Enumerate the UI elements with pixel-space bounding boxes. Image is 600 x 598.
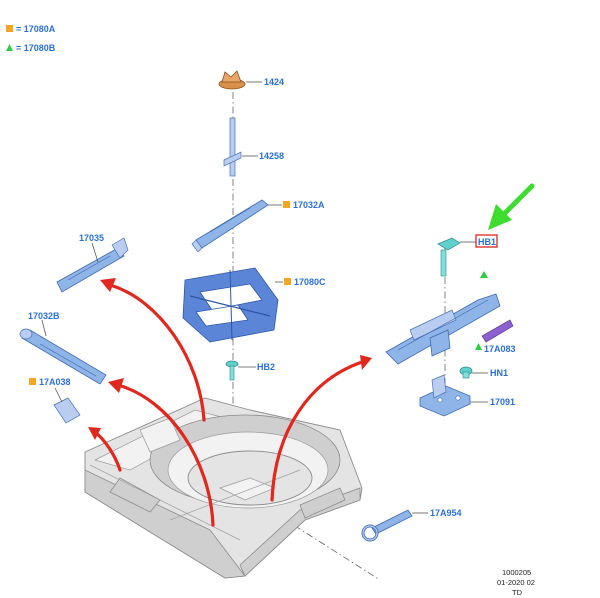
label-1424: 1424 [264, 77, 284, 87]
part-HN1-nut: HN1 [459, 366, 508, 379]
label-HB2: HB2 [257, 362, 275, 372]
spare-tire-tray [84, 397, 363, 579]
part-17035-wrench: 17035 [56, 233, 129, 293]
part-17A954-tow-hook: 17A954 [361, 508, 462, 542]
footer-line-3: TD [512, 588, 523, 597]
part-17A083-strap: 17A083 [475, 319, 516, 354]
red-arrow-jack [108, 283, 206, 422]
label-17032B: 17032B [28, 311, 60, 321]
red-arrow-bracket [270, 360, 364, 502]
label-17091: 17091 [490, 397, 515, 407]
highlight-box-HB1 [475, 234, 498, 248]
part-jack-bracket [385, 271, 501, 365]
label-17032A: 17032A [293, 200, 325, 210]
label-17035: 17035 [79, 233, 104, 243]
label-17080C: 17080C [294, 277, 326, 287]
label-17A038: 17A038 [39, 377, 71, 387]
part-HB1-bolt[interactable]: HB1 [437, 234, 498, 277]
red-arrow-jack-head [100, 278, 116, 292]
label-17A083: 17A083 [484, 344, 516, 354]
footer-reference: 1000205 01-2020 02 TD [497, 568, 535, 597]
footer-line-1: 1000205 [502, 568, 531, 577]
part-17091-mount-bracket: 17091 [419, 374, 515, 417]
green-pointer-arrow [488, 183, 535, 230]
part-17080C-scissor-jack: 17080C [182, 267, 326, 343]
label-HN1: HN1 [490, 368, 508, 378]
part-14258-rod: 14258 [223, 117, 284, 177]
part-17A038-pad: 17A038 [29, 377, 81, 424]
footer-line-2: 01-2020 02 [497, 578, 535, 587]
red-arrow-tool [116, 383, 215, 527]
red-arrow-tool-head [108, 378, 124, 393]
label-HB1: HB1 [478, 237, 496, 247]
part-17032A-jack-handle: 17032A [191, 199, 325, 253]
legend-square-marker [6, 25, 13, 32]
legend: = 17080A = 17080B [6, 24, 56, 53]
placement-arrows [88, 278, 372, 527]
legend-label-17080A: = 17080A [16, 24, 56, 34]
part-17032B-extension: 17032B [19, 311, 107, 385]
label-17A954: 17A954 [430, 508, 462, 518]
red-arrow-bracket-head [360, 355, 372, 370]
legend-label-17080B: = 17080B [16, 43, 56, 53]
label-14258: 14258 [259, 151, 284, 161]
red-arrow-pad-head [88, 427, 101, 440]
legend-triangle-marker [6, 44, 13, 51]
part-1424-wing-nut: 1424 [218, 70, 284, 90]
part-HB2-bolt: HB2 [225, 360, 275, 381]
